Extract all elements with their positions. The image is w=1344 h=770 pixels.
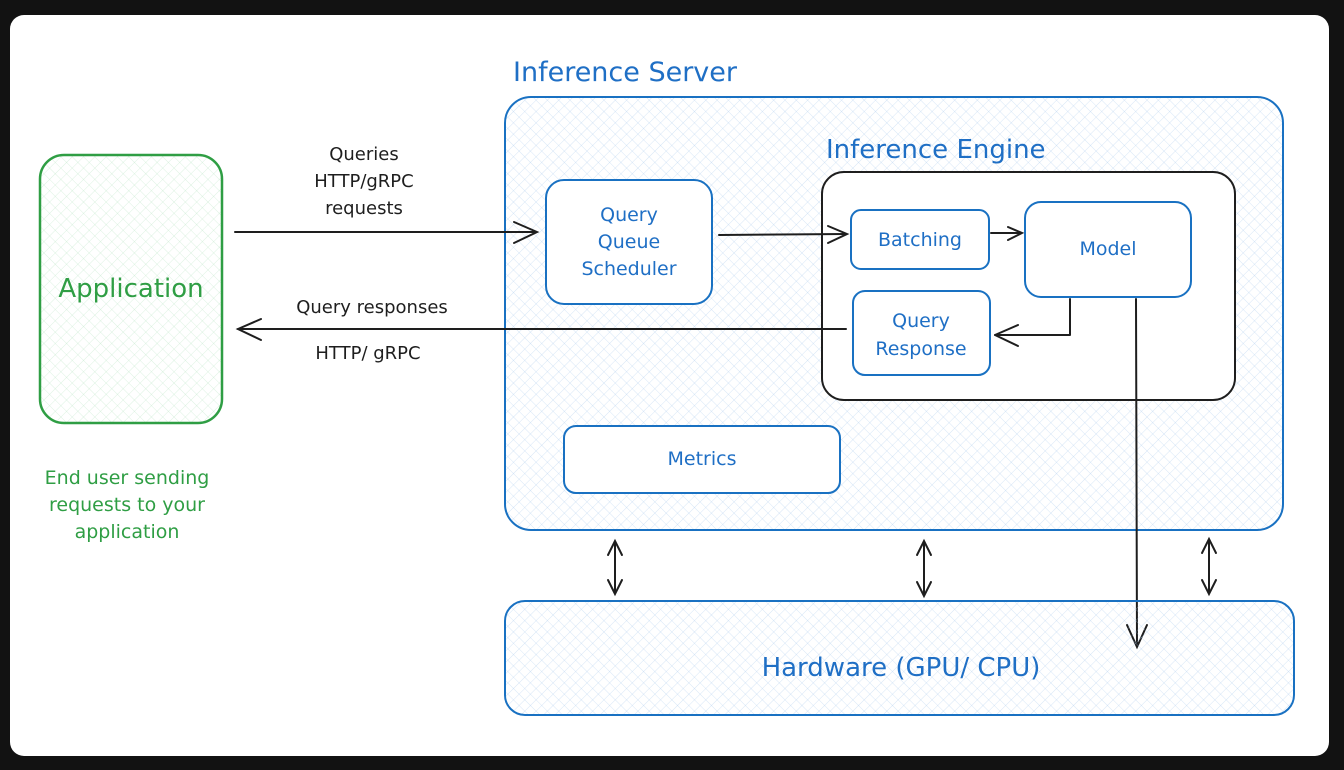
application-caption-line-1: End user sending — [45, 467, 210, 489]
application-caption-line-2: requests to your — [49, 494, 205, 516]
batching-label: Batching — [878, 229, 962, 251]
scheduler-to-batching-arrow — [718, 225, 850, 244]
request-label-line-3: requests — [325, 198, 403, 219]
response-label-bottom: HTTP/ gRPC — [315, 343, 420, 364]
metrics-label: Metrics — [668, 448, 737, 470]
metrics-box — [563, 425, 841, 494]
server-hardware-arrow-right — [1201, 536, 1217, 597]
query-queue-scheduler-box — [545, 179, 713, 305]
query-response-label-line-2: Response — [875, 338, 966, 360]
hardware-label: Hardware (GPU/ CPU) — [762, 653, 1041, 683]
inference-server-title: Inference Server — [513, 57, 738, 88]
query-response-label-line-1: Query — [892, 310, 950, 332]
model-box — [1024, 201, 1192, 298]
hardware-box — [504, 600, 1295, 716]
request-label-line-2: HTTP/gRPC — [314, 171, 413, 192]
server-hardware-arrow-middle — [916, 538, 932, 599]
server-hardware-arrow-left — [607, 538, 623, 597]
query-response-box — [852, 290, 991, 376]
batching-box — [850, 209, 990, 270]
application-box — [38, 153, 224, 425]
request-label-line-1: Queries — [329, 144, 399, 165]
diagram-canvas: Inference Server Inference Engine Applic… — [10, 15, 1329, 756]
scheduler-label-line-2: Queue — [598, 231, 660, 253]
model-to-response-arrow — [994, 298, 1071, 347]
diagram-svg: Inference Server Inference Engine Applic… — [38, 57, 1295, 716]
batching-to-model-arrow — [990, 226, 1025, 241]
inference-engine-title: Inference Engine — [826, 135, 1046, 165]
application-label: Application — [58, 274, 203, 304]
request-arrow — [234, 221, 540, 244]
model-label: Model — [1079, 238, 1136, 260]
scheduler-label-line-3: Scheduler — [581, 258, 676, 280]
response-label-top: Query responses — [296, 297, 448, 318]
application-caption-line-3: application — [75, 521, 180, 543]
response-arrow — [235, 318, 847, 341]
scheduler-label-line-1: Query — [600, 204, 658, 226]
